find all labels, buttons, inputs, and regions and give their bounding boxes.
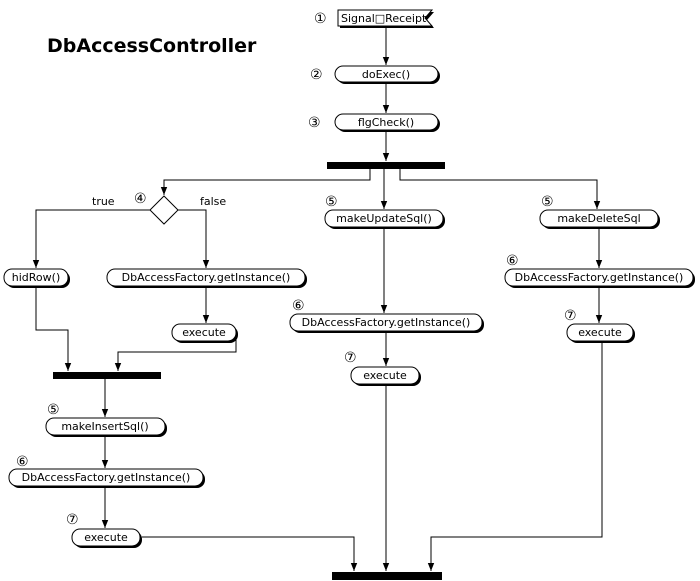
activity-execute-left: execute xyxy=(171,323,238,343)
step-number-5-update: ⑤ xyxy=(325,194,338,210)
step-number-7-delete: ⑦ xyxy=(564,308,577,324)
execute-left-label: execute xyxy=(182,326,226,339)
execute-insert-label: execute xyxy=(84,531,128,544)
step-number-5-delete: ⑤ xyxy=(541,194,554,210)
hidrow-label: hidRow() xyxy=(12,271,60,284)
factory-update-label: DbAccessFactory.getInstance() xyxy=(302,316,471,329)
activity-doexec: doExec() xyxy=(334,65,440,84)
execute-update-label: execute xyxy=(363,369,407,382)
decision-diamond xyxy=(149,195,179,225)
step-number-7-update: ⑦ xyxy=(344,350,357,366)
makedeletesql-label: makeDeleteSql xyxy=(557,212,640,225)
signal-receipt-label: Signal□Receipt xyxy=(341,12,427,25)
step-number-3: ③ xyxy=(308,115,321,131)
step-number-4: ④ xyxy=(134,191,147,207)
step-number-7-insert: ⑦ xyxy=(66,512,79,528)
step-number-5-insert: ⑤ xyxy=(47,402,60,418)
activity-execute-insert: execute xyxy=(71,528,142,548)
signal-receipt-node: Signal□Receipt xyxy=(337,9,434,28)
factory-insert-label: DbAccessFactory.getInstance() xyxy=(22,471,191,484)
factory-left-label: DbAccessFactory.getInstance() xyxy=(122,271,291,284)
activity-factory-left: DbAccessFactory.getInstance() xyxy=(106,268,307,288)
activity-flgcheck: flgCheck() xyxy=(334,113,440,132)
step-number-6-update: ⑥ xyxy=(292,298,305,314)
activity-makeinsertsql: makeInsertSql() xyxy=(45,417,167,437)
join-bar-left xyxy=(53,372,161,379)
diagram-title: DbAccessController xyxy=(47,35,257,57)
guard-false: false xyxy=(200,195,226,208)
activity-factory-delete: DbAccessFactory.getInstance() xyxy=(504,268,695,288)
step-number-6-insert: ⑥ xyxy=(16,454,29,470)
guard-true: true xyxy=(92,195,115,208)
fork-bar-top xyxy=(327,162,445,169)
step-number-6-delete: ⑥ xyxy=(506,253,519,269)
activity-hidrow: hidRow() xyxy=(3,268,70,288)
step-number-1: ① xyxy=(314,11,327,27)
doexec-label: doExec() xyxy=(362,68,410,81)
activity-makeupdatesql: makeUpdateSql() xyxy=(324,209,445,229)
makeinsertsql-label: makeInsertSql() xyxy=(61,420,148,433)
join-bar-final xyxy=(332,572,442,580)
activity-execute-update: execute xyxy=(350,366,421,386)
step-number-2: ② xyxy=(310,67,323,83)
activity-makedeletesql: makeDeleteSql xyxy=(539,209,660,229)
execute-delete-label: execute xyxy=(578,326,622,339)
factory-delete-label: DbAccessFactory.getInstance() xyxy=(515,271,684,284)
activity-factory-update: DbAccessFactory.getInstance() xyxy=(289,313,484,333)
activity-execute-delete: execute xyxy=(566,323,635,343)
makeupdatesql-label: makeUpdateSql() xyxy=(336,212,432,225)
flgcheck-label: flgCheck() xyxy=(358,116,414,129)
flow-edges xyxy=(32,28,603,571)
activity-factory-insert: DbAccessFactory.getInstance() xyxy=(8,468,205,488)
